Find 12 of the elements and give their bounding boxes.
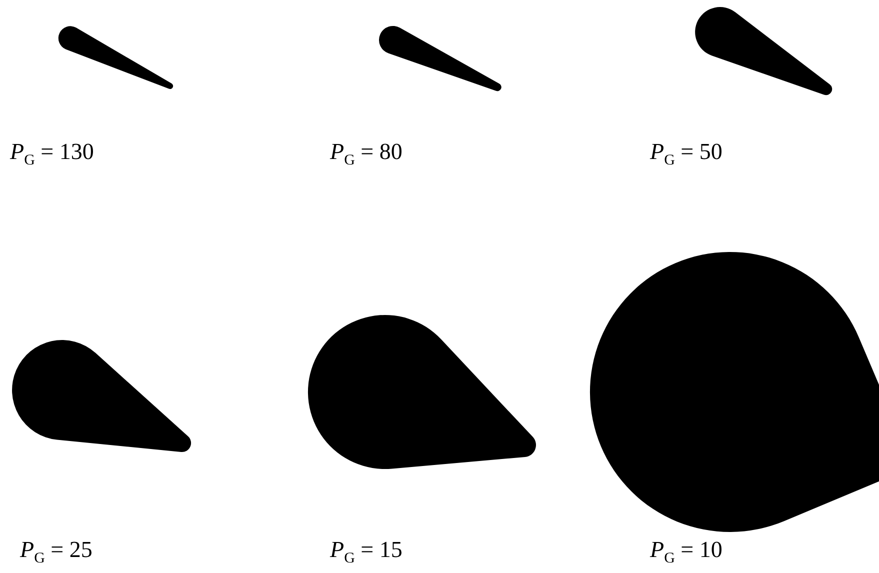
teardrop-shape bbox=[12, 340, 192, 452]
parameter-label: P$_{G}$ = 50 bbox=[650, 140, 722, 169]
teardrop-shape bbox=[308, 315, 536, 469]
parameter-label: P$_{G}$ = 10 bbox=[650, 538, 722, 567]
parameter-label: P$_{G}$ = 25 bbox=[20, 538, 92, 567]
parameter-label: P$_{G}$ = 130 bbox=[10, 140, 94, 169]
teardrop-shape bbox=[58, 26, 174, 90]
parameter-label: P$_{G}$ = 80 bbox=[330, 140, 402, 169]
teardrop-shape bbox=[379, 26, 502, 92]
teardrop-shape bbox=[590, 252, 879, 532]
parameter-label: P$_{G}$ = 15 bbox=[330, 538, 402, 567]
teardrop-shape bbox=[695, 7, 832, 96]
